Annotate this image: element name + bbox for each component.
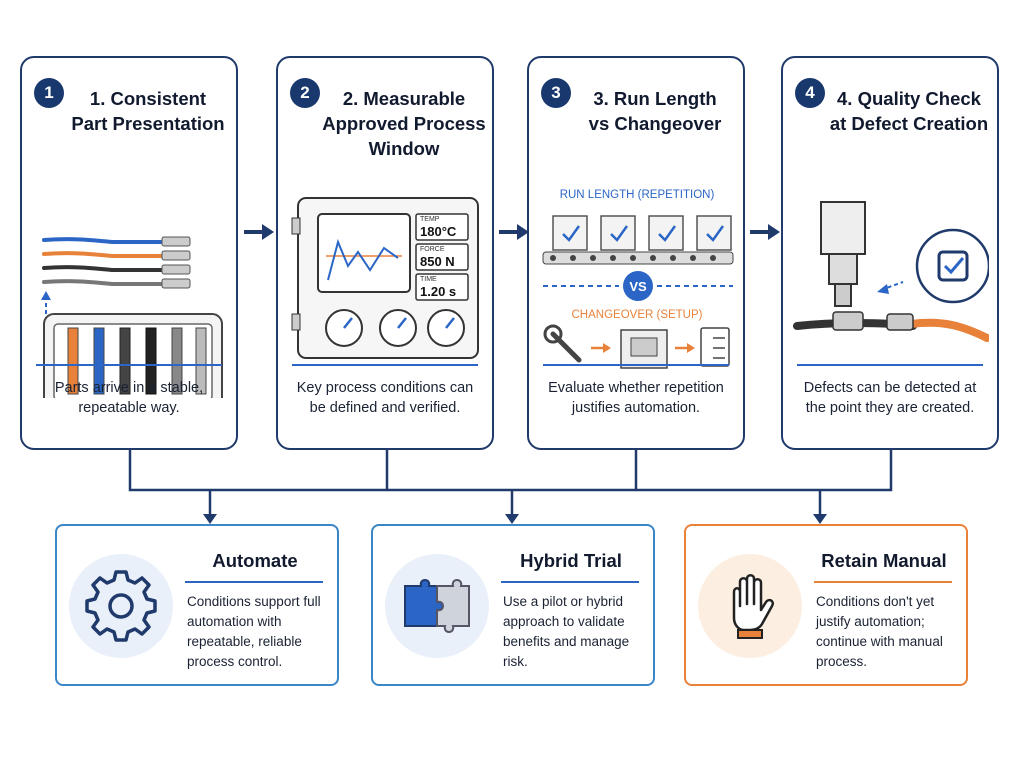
flow-arrow-1: [244, 224, 274, 240]
hand-icon: [732, 574, 774, 639]
outcome-description: Use a pilot or hybrid approach to valida…: [503, 594, 630, 669]
outcome-title: Hybrid Trial: [520, 550, 622, 571]
crimp-check-icon: [793, 201, 989, 342]
control-panel-icon: TEMP 180°C FORCE 850 N TIME 1.20 s: [291, 197, 479, 359]
step-number-badge: 3: [541, 78, 571, 108]
wire-tray-icon: [41, 236, 223, 398]
icon-circle: [69, 554, 173, 658]
step-description: Key process conditions can be defined an…: [296, 380, 474, 416]
step-divider: [797, 364, 983, 366]
outcome-description: Conditions don't yet justify automation;…: [816, 594, 943, 669]
flow-arrow-2: [499, 224, 529, 240]
icon-circle: [385, 554, 489, 658]
flow-arrow-3: [750, 224, 780, 240]
outcome-title: Retain Manual: [821, 550, 947, 571]
step-description: Defects can be detected at the point the…: [803, 380, 977, 416]
force-label: FORCE: [420, 246, 445, 253]
outcome-divider: [185, 581, 323, 583]
outcome-automate: Automate Conditions support full automat…: [55, 524, 339, 686]
changeover-label: CHANGEOVER (SETUP): [572, 309, 703, 321]
step-number-badge: 4: [795, 78, 825, 108]
puzzle-icon: [404, 579, 470, 633]
step-description: Parts arrive in a stable, repeatable way…: [54, 380, 204, 416]
step-divider: [543, 364, 729, 366]
step-divider: [36, 364, 222, 366]
time-label: TIME: [420, 276, 437, 283]
step-number-badge: 1: [34, 78, 64, 108]
outcome-hybrid-trial: Hybrid Trial Use a pilot or hybrid appro…: [371, 524, 655, 686]
temp-value: 180°C: [420, 224, 457, 239]
outcome-description: Conditions support full automation with …: [187, 594, 321, 669]
conveyor-icon: RUN LENGTH (REPETITION) VS CHANGEOVER (S…: [542, 189, 734, 369]
outcome-divider: [814, 581, 952, 583]
vs-badge: VS: [629, 279, 647, 294]
outcome-title: Automate: [212, 550, 298, 571]
step-description: Evaluate whether repetition justifies au…: [548, 380, 724, 416]
step-divider: [292, 364, 478, 366]
force-value: 850 N: [420, 254, 455, 269]
run-length-label: RUN LENGTH (REPETITION): [560, 189, 715, 201]
icon-circle: [698, 554, 802, 658]
step-number-badge: 2: [290, 78, 320, 108]
outcome-retain-manual: Retain Manual Conditions don't yet justi…: [684, 524, 968, 686]
temp-label: TEMP: [420, 216, 440, 223]
outcome-divider: [501, 581, 639, 583]
gear-icon: [85, 570, 157, 642]
time-value: 1.20 s: [420, 284, 456, 299]
